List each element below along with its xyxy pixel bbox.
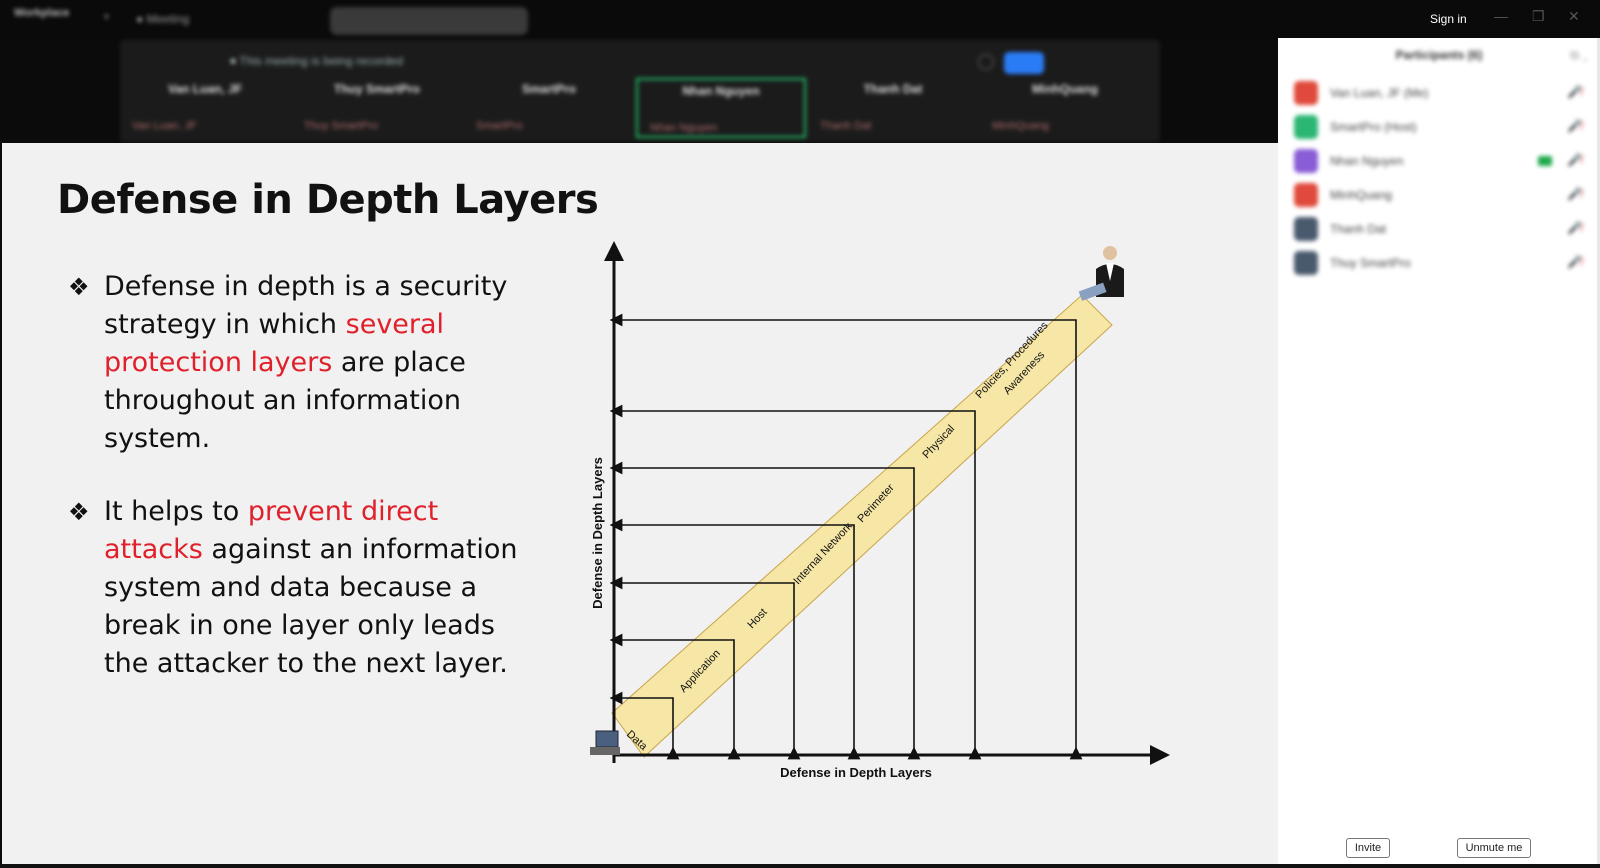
avatar: [1294, 217, 1318, 241]
video-tile[interactable]: Thuy SmartPro Thuy SmartPro: [304, 82, 420, 132]
highlight-text: several protection layers: [104, 309, 445, 378]
x-axis-arrow-icon: [1150, 745, 1170, 765]
video-tile[interactable]: Thanh Dat Thanh Dat: [820, 82, 923, 132]
participant-row[interactable]: Thanh Dat 🎤̸: [1294, 217, 1584, 241]
diamond-bullet-icon: ❖: [68, 273, 90, 301]
meeting-tab-label: Meeting: [146, 12, 190, 26]
shield-icon: ●: [136, 12, 144, 26]
unmute-me-button[interactable]: Unmute me: [1457, 838, 1531, 858]
bullet-1: ❖ Defense in depth is a security strateg…: [68, 268, 538, 458]
computer-icon: [590, 730, 620, 755]
close-icon[interactable]: ✕: [1568, 8, 1580, 24]
x-axis-label: Defense in Depth Layers: [780, 765, 932, 780]
mic-muted-icon[interactable]: 🎤̸: [1567, 255, 1582, 269]
video-strip: ⏺ This meeting is being recorded OK Van …: [120, 40, 1160, 142]
participant-row[interactable]: Thuy SmartPro 🎤̸: [1294, 251, 1584, 275]
ok-button[interactable]: OK: [1004, 52, 1044, 74]
camera-on-icon: [1538, 156, 1552, 166]
recording-notice: ⏺ This meeting is being recorded: [230, 54, 404, 68]
meeting-tab[interactable]: ● Meeting: [136, 12, 189, 26]
avatar: [1294, 183, 1318, 207]
participant-row[interactable]: SmartPro (Host) 🎤̸: [1294, 115, 1584, 139]
invite-button[interactable]: Invite: [1346, 838, 1390, 858]
panel-title: Participants (6): [1395, 48, 1483, 62]
avatar: [1294, 115, 1318, 139]
minimize-icon[interactable]: —: [1494, 8, 1508, 24]
participant-row[interactable]: MinhQuang 🎤̸: [1294, 183, 1584, 207]
sign-in-button[interactable]: Sign in: [1430, 12, 1467, 26]
chevron-down-icon[interactable]: ▾: [104, 12, 110, 23]
mic-muted-icon[interactable]: 🎤̸: [1567, 153, 1582, 167]
layer-brackets: [609, 313, 1083, 760]
shared-slide: Defense in Depth Layers ❖ Defense in dep…: [2, 143, 1278, 864]
avatar: [1294, 81, 1318, 105]
video-tile[interactable]: Van Luan, JF Van Luan, JF: [132, 82, 242, 132]
video-tile-active[interactable]: Nhan Nguyen Nhan Nguyen: [636, 78, 806, 138]
record-icon: ⏺: [230, 54, 240, 68]
app-logo: Workplace: [14, 7, 70, 19]
bullet-2: ❖ It helps to prevent direct attacks aga…: [68, 493, 538, 683]
y-axis-arrow-icon: [604, 241, 624, 261]
restore-icon[interactable]: ❐: [1532, 8, 1545, 24]
participants-panel: Participants (6) ⧉ ⌄ Van Luan, JF (Me) 🎤…: [1278, 38, 1600, 868]
mic-muted-icon[interactable]: 🎤̸: [1567, 119, 1582, 133]
avatar: [1294, 251, 1318, 275]
video-tile[interactable]: MinhQuang MinhQuang: [992, 82, 1098, 132]
diamond-bullet-icon: ❖: [68, 498, 90, 526]
popout-icon[interactable]: ⧉ ⌄: [1570, 48, 1588, 62]
y-axis-label: Defense in Depth Layers: [590, 457, 605, 609]
info-icon[interactable]: [978, 54, 994, 70]
search-input[interactable]: [330, 7, 528, 35]
mic-muted-icon[interactable]: 🎤̸: [1567, 85, 1582, 99]
slide-title: Defense in Depth Layers: [57, 177, 599, 223]
mic-muted-icon[interactable]: 🎤̸: [1567, 221, 1582, 235]
defense-depth-diagram: Data Application Host Internal Network P…: [590, 241, 1170, 780]
highlight-text: prevent direct attacks: [104, 496, 439, 565]
avatar: [1294, 149, 1318, 173]
participant-row[interactable]: Nhan Nguyen 🎤̸: [1294, 149, 1584, 173]
mic-muted-icon[interactable]: 🎤̸: [1567, 187, 1582, 201]
participant-row[interactable]: Van Luan, JF (Me) 🎤̸: [1294, 81, 1584, 105]
title-bar: Workplace ▾ ● Meeting Sign in — ❐ ✕: [0, 0, 1600, 38]
video-tile[interactable]: SmartPro SmartPro: [476, 82, 577, 132]
bottom-border: [0, 864, 1600, 868]
attacker-person-icon: [1078, 246, 1124, 301]
panel-scrollbar[interactable]: [1597, 38, 1600, 868]
